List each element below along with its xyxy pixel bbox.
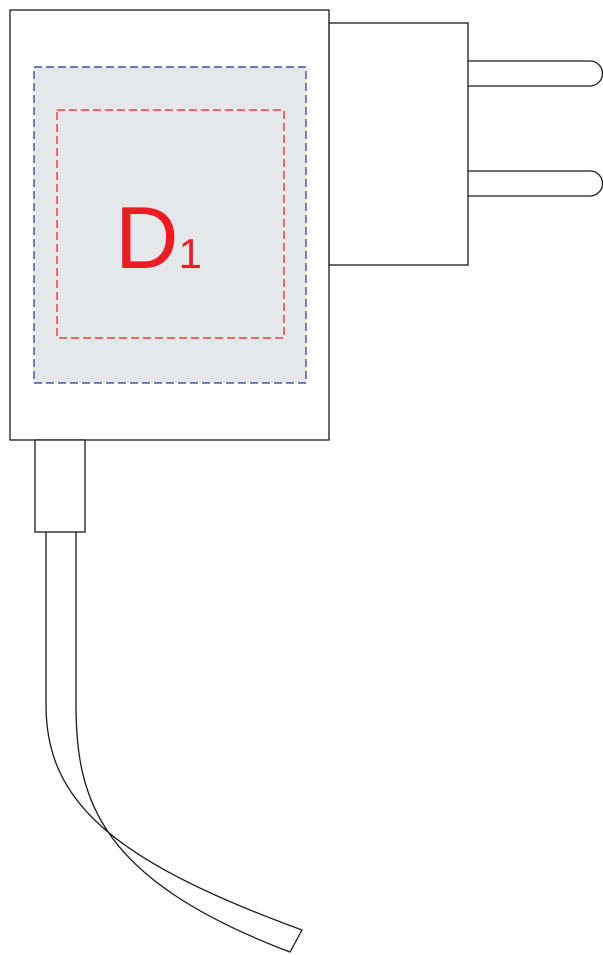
plug-housing	[328, 22, 469, 266]
label-zone-outer	[34, 67, 306, 383]
label-letter: D	[115, 188, 179, 287]
label-zone-outer-border	[33, 66, 307, 384]
plug-prong-top	[467, 60, 603, 87]
plug-prong-bottom	[467, 170, 603, 197]
cable	[45, 531, 303, 953]
label-subscript: 1	[179, 230, 202, 277]
label-zone-inner-border	[56, 109, 285, 339]
label-text: D1	[115, 188, 202, 287]
cable-strain-relief	[34, 439, 86, 533]
